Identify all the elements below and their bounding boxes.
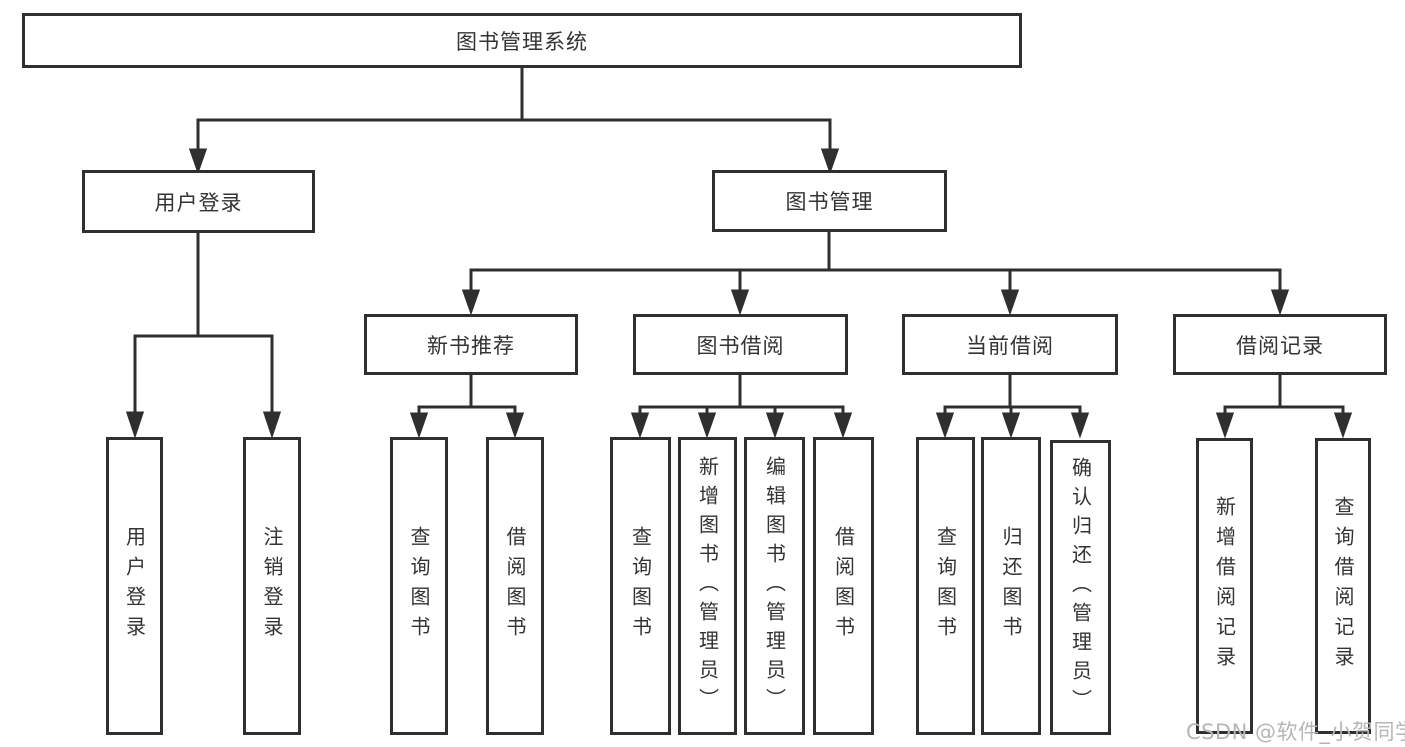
- leaf-logout: 注销登录: [243, 437, 301, 735]
- node-book-borrow-label: 图书借阅: [696, 333, 785, 358]
- connector-book-management: [461, 232, 1290, 316]
- leaf-borrow-edit-label: 编辑图书（管理员）: [762, 455, 787, 717]
- node-new-book-recommend-label: 新书推荐: [427, 333, 515, 358]
- csdn-watermark: CSDN @软件_小贺同学: [1186, 720, 1405, 744]
- node-borrow-records: 借阅记录: [1173, 314, 1387, 375]
- node-new-book-recommend: 新书推荐: [364, 314, 578, 375]
- leaf-borrow-add: 新增图书（管理员）: [678, 437, 737, 735]
- node-current-borrow: 当前借阅: [902, 314, 1118, 375]
- connector-book-borrow: [630, 375, 853, 439]
- leaf-current-confirm: 确认归还（管理员）: [1050, 440, 1111, 735]
- leaf-records-add: 新增借阅记录: [1196, 438, 1253, 734]
- leaf-borrow-query-label: 查询图书: [628, 526, 653, 646]
- connector-new-book: [409, 375, 525, 439]
- node-book-borrow: 图书借阅: [633, 314, 848, 375]
- node-borrow-records-label: 借阅记录: [1236, 333, 1324, 358]
- node-root: 图书管理系统: [22, 13, 1022, 68]
- leaf-borrow-add-label: 新增图书（管理员）: [695, 455, 720, 717]
- connector-current-borrow: [935, 375, 1090, 439]
- node-root-label: 图书管理系统: [456, 29, 588, 54]
- leaf-records-query: 查询借阅记录: [1315, 438, 1371, 734]
- leaf-current-return: 归还图书: [981, 437, 1041, 735]
- leaf-borrow-edit: 编辑图书（管理员）: [744, 437, 805, 735]
- node-user-login-label: 用户登录: [154, 190, 243, 215]
- leaf-logout-label: 注销登录: [260, 526, 284, 646]
- node-book-management: 图书管理: [712, 170, 947, 232]
- connector-borrow-records: [1215, 375, 1353, 439]
- node-book-management-label: 图书管理: [785, 190, 874, 214]
- connector-root: [188, 68, 840, 175]
- leaf-newbook-query-label: 查询图书: [407, 526, 431, 646]
- leaf-records-query-label: 查询借阅记录: [1331, 496, 1355, 676]
- leaf-current-query: 查询图书: [916, 437, 975, 735]
- node-user-login: 用户登录: [82, 170, 315, 233]
- leaf-borrow-borrow-label: 借阅图书: [831, 526, 856, 646]
- leaf-current-return-label: 归还图书: [999, 526, 1023, 646]
- leaf-newbook-borrow-label: 借阅图书: [503, 526, 527, 646]
- leaf-newbook-query: 查询图书: [390, 437, 448, 735]
- leaf-current-query-label: 查询图书: [933, 526, 958, 646]
- leaf-user-login: 用户登录: [106, 437, 163, 735]
- leaf-borrow-borrow: 借阅图书: [813, 437, 874, 735]
- leaf-user-login-label: 用户登录: [122, 526, 147, 646]
- leaf-newbook-borrow: 借阅图书: [486, 437, 544, 735]
- leaf-current-confirm-label: 确认归还（管理员）: [1068, 457, 1093, 718]
- leaf-borrow-query: 查询图书: [610, 437, 671, 735]
- node-current-borrow-label: 当前借阅: [966, 333, 1054, 358]
- leaf-records-add-label: 新增借阅记录: [1212, 496, 1237, 676]
- connector-user-login: [125, 233, 282, 439]
